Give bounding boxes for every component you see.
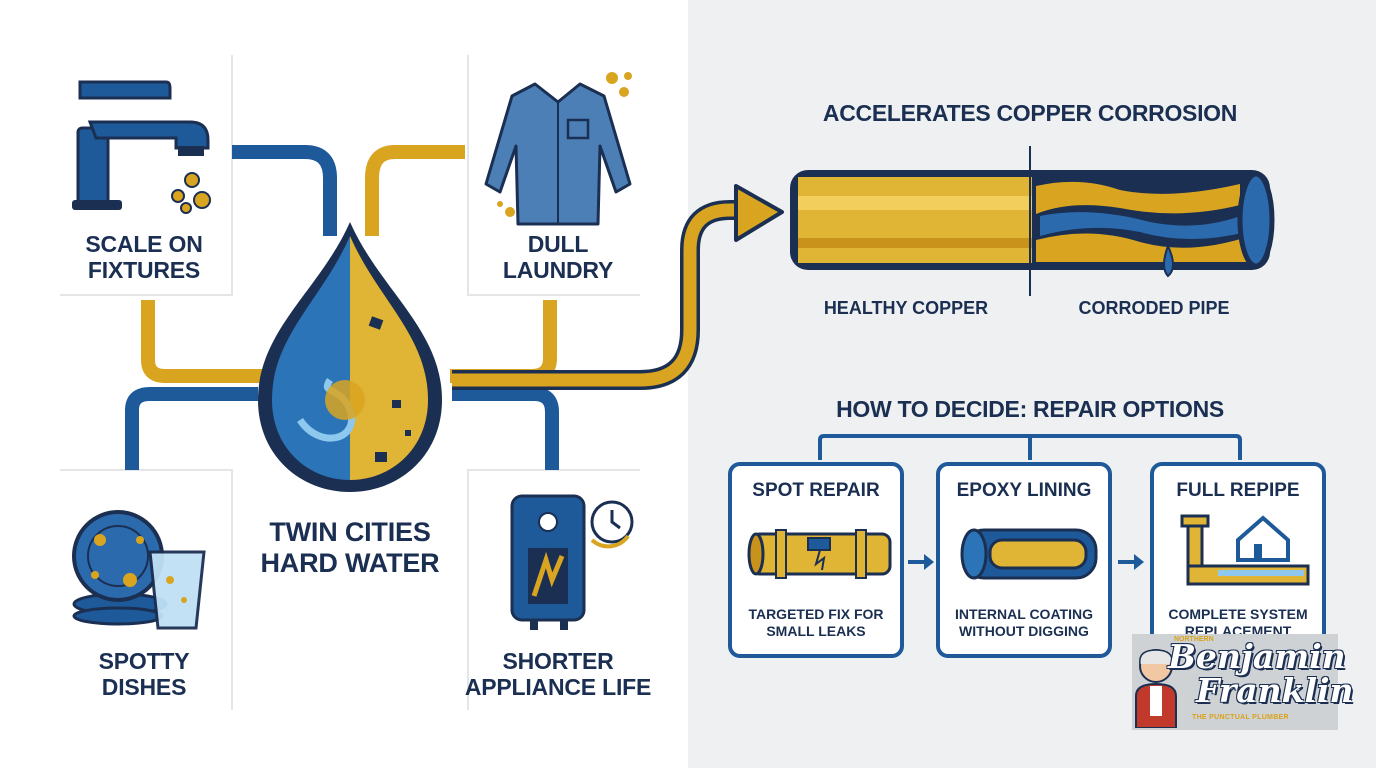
corrosion-title: ACCELERATES COPPER CORROSION <box>822 100 1238 126</box>
corroded-pipe-label: CORRODED PIPE <box>1078 298 1230 318</box>
dishes-icon <box>72 510 206 630</box>
corrosion-pipe-icon <box>790 146 1275 296</box>
water-drop-icon <box>258 222 442 492</box>
card-title: EPOXY LINING <box>956 480 1092 501</box>
shirt-icon <box>484 72 632 226</box>
center-title: TWIN CITIES HARD WATER <box>260 517 440 578</box>
repair-title: HOW TO DECIDE: REPAIR OPTIONS <box>836 396 1224 422</box>
effect-laundry-label: DULL LAUNDRY <box>502 231 614 283</box>
card-desc: INTERNAL COATING WITHOUT DIGGING <box>955 606 1093 639</box>
epoxy-lining-pipe-icon <box>960 528 1098 580</box>
card-title: FULL REPIPE <box>1176 480 1300 501</box>
full-repipe-icon <box>1180 514 1310 586</box>
logo-region: NORTHERN <box>1174 636 1214 643</box>
logo-line2: Franklin <box>1196 671 1354 710</box>
card-title: SPOT REPAIR <box>752 480 880 501</box>
mascot-icon <box>1135 649 1177 728</box>
effect-scale-label: SCALE ON FIXTURES <box>85 231 203 283</box>
repair-option-repipe: FULL REPIPE COMPLETE SYSTEM REPLACEMENT <box>1150 462 1326 658</box>
effect-dishes-label: SPOTTY DISHES <box>98 648 190 700</box>
faucet-icon <box>72 80 211 214</box>
benjamin-franklin-logo: NORTHERN Benjamin Franklin THE PUNCTUAL … <box>1132 634 1354 730</box>
effect-appliance-label: SHORTER APPLIANCE LIFE <box>464 648 652 700</box>
card-desc: TARGETED FIX FOR SMALL LEAKS <box>748 606 884 639</box>
water-heater-icon <box>510 494 634 630</box>
spot-repair-pipe-icon <box>747 529 892 579</box>
repair-option-epoxy: EPOXY LINING INTERNAL COATING WITHOUT DI… <box>936 462 1112 658</box>
healthy-copper-label: HEALTHY COPPER <box>823 298 989 318</box>
logo-tagline: THE PUNCTUAL PLUMBER <box>1192 714 1289 721</box>
logo-line1: Benjamin <box>1168 637 1346 676</box>
repair-option-spot: SPOT REPAIR TARGETED FIX FOR SMALL LEAKS <box>728 462 904 658</box>
